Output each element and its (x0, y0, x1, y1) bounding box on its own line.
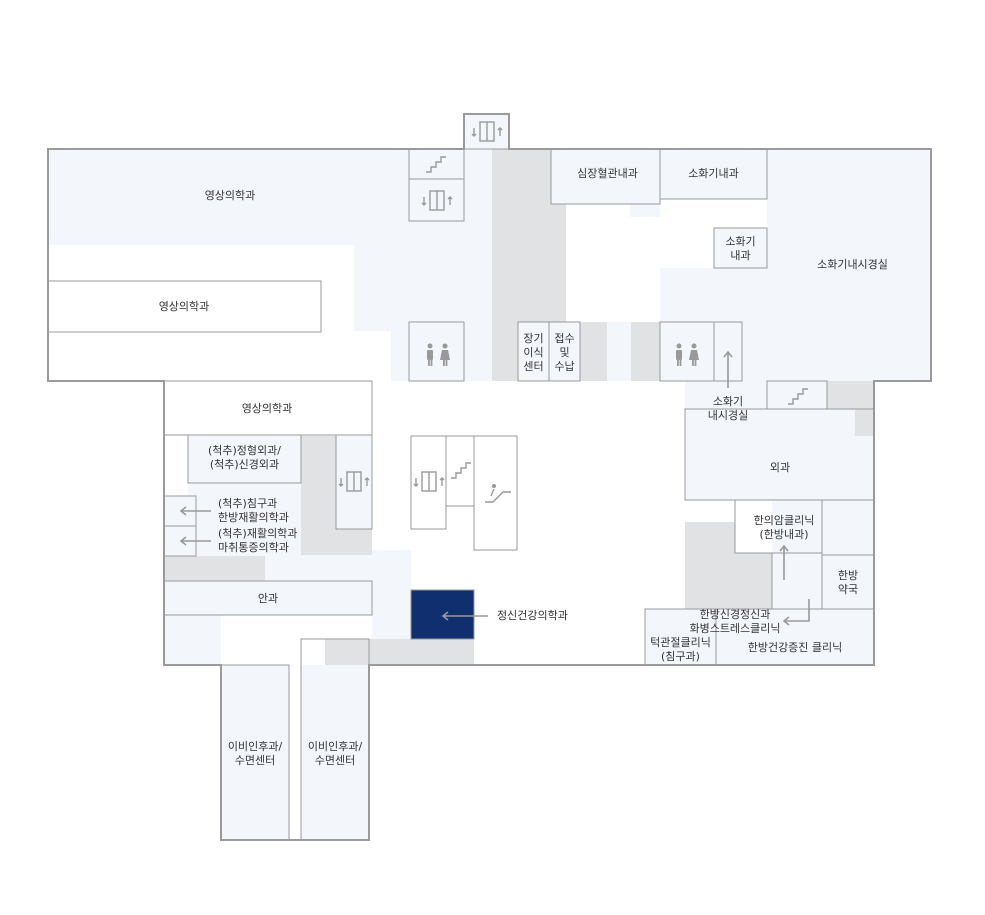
elevator-icon (471, 121, 503, 142)
label-surgery: 외과 (769, 461, 791, 474)
corridors (48, 199, 772, 840)
label-ent-left: 이비인후과/수면센터 (227, 740, 283, 767)
label-spine-ortho: (척추)정형외과/(척추)신경외과 (207, 444, 281, 471)
elevator-icon (413, 471, 445, 492)
elevator-icon (338, 471, 370, 492)
stairs-icon (426, 156, 446, 173)
label-cardiology: 심장혈관내과 (577, 167, 638, 180)
restroom-icon (676, 343, 699, 366)
escalator-icon (485, 484, 511, 503)
label-ent-right: 이비인후과/수면센터 (307, 740, 363, 767)
label-psychiatry[interactable]: 정신건강의학과 (497, 609, 568, 622)
label-radiology-low: 영상의학과 (241, 402, 293, 415)
label-radiology-mid: 영상의학과 (158, 300, 210, 313)
label-korean-cancer: 한의암클리닉(한방내과) (753, 514, 815, 541)
restroom-icon (427, 343, 450, 366)
label-ophthalmology: 안과 (257, 592, 279, 605)
elevator-icon (421, 190, 453, 211)
label-tmj: 턱관절클리닉(침구과) (650, 636, 711, 663)
psychiatry-room[interactable] (410, 589, 475, 640)
stairs-icon (788, 388, 808, 405)
label-korean-health: 한방건강증진 클리닉 (747, 641, 843, 654)
stairs-icon (451, 462, 471, 479)
outer-wall (47, 113, 932, 841)
label-radiology-top: 영상의학과 (204, 189, 256, 202)
label-endoscopy-main: 소화기내시경실 (817, 258, 888, 271)
pointer-arrows (179, 350, 810, 626)
label-gastro-top: 소화기내과 (688, 167, 739, 180)
